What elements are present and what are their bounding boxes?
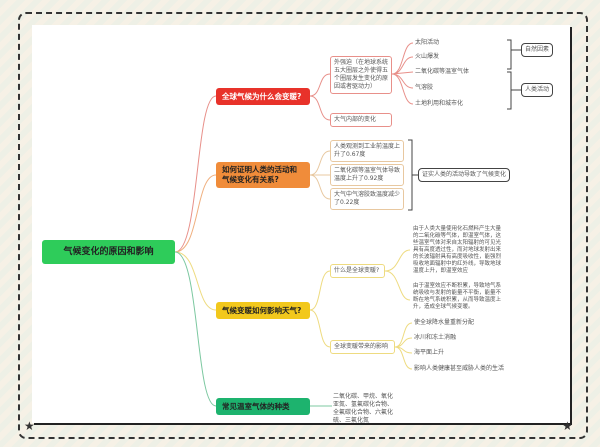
external-forcing-node[interactable]: 外强迫（在地球系统五大圈层之外使得五个圈层发生变化的原因或者驱动力） — [330, 56, 392, 94]
leaf-aerosol[interactable]: 气溶胶 — [415, 84, 434, 91]
star-icon: ★ — [24, 419, 35, 433]
effect-leaf[interactable]: 使全球降水量重新分配 — [414, 319, 475, 326]
branch-weather-impact[interactable]: 气候变暖如何影响天气? — [216, 302, 310, 319]
evidence-list: 人类观测到工业前温度上升了0.67度 二氧化碳等温室气体导致温度上升了0.92度… — [330, 140, 404, 210]
branch-why-warming[interactable]: 全球气候为什么会变暖? — [216, 88, 310, 105]
warming-cause-text: 由于温室效应不断积累，导致地气系统吸收与发射的能量不平衡，能量不断在地气系统积累… — [413, 283, 502, 310]
evidence-item[interactable]: 人类观测到工业前温度上升了0.67度 — [330, 140, 404, 162]
leaf-land-use[interactable]: 土地利用和城市化 — [415, 100, 464, 107]
conclusion-node[interactable]: 证实人类的活动导致了气候变化 — [418, 168, 511, 182]
dashed-frame — [18, 12, 588, 439]
gas-list-text: 二氧化碳、甲烷、氧化亚氮、氢氟碳化合物、全氟碳化合物、六氟化硫、三氟化氮 — [333, 393, 394, 424]
leaf-solar[interactable]: 太阳活动 — [415, 39, 440, 46]
effect-leaf[interactable]: 冰川和冻土消融 — [414, 334, 457, 341]
evidence-item[interactable]: 大气中气溶胶致温度减少了0.22度 — [330, 188, 404, 210]
evidence-item[interactable]: 二氧化碳等温室气体导致温度上升了0.92度 — [330, 164, 404, 186]
what-is-warming-node[interactable]: 什么是全球变暖? — [330, 264, 385, 278]
leaf-co2[interactable]: 二氧化碳等温室气体 — [415, 68, 470, 75]
warming-effects-node[interactable]: 全球变暖带来的影响 — [330, 340, 395, 354]
internal-change-node[interactable]: 大气内部的变化 — [330, 113, 392, 127]
effect-leaf[interactable]: 海平面上升 — [414, 349, 445, 356]
effect-leaf[interactable]: 影响人类健康甚至威胁人类的生活 — [414, 365, 505, 372]
leaf-volcano[interactable]: 火山爆发 — [415, 53, 440, 60]
natural-factors-node[interactable]: 自然因素 — [521, 43, 554, 57]
star-icon: ★ — [562, 419, 573, 433]
greenhouse-effect-text: 由于人类大量使用化石燃料产生大量的二氧化碳等气体，即温室气体，这些温室气体对来自… — [413, 226, 502, 274]
human-activity-node[interactable]: 人类活动 — [521, 83, 554, 97]
branch-greenhouse-gases[interactable]: 常见温室气体的种类 — [216, 398, 310, 415]
branch-prove-human[interactable]: 如何证明人类的活动和气候变化有关系? — [216, 162, 310, 188]
root-node[interactable]: 气候变化的原因和影响 — [42, 240, 175, 264]
